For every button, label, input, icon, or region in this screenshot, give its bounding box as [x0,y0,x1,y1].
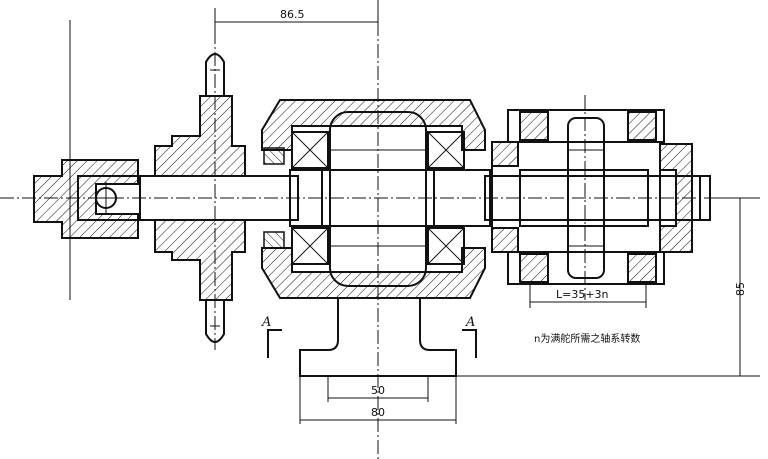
bearing-right [427,131,465,265]
shaft-revolution-note: n为满舵所需之轴系转数 [534,332,640,345]
dimension-base-outer-label: 80 [371,406,385,419]
section-mark-left-label: A [261,315,271,330]
pedestal [299,298,457,377]
dimension-base-inner-label: 50 [371,384,385,397]
right-travel-nut-assembly [491,109,711,285]
dimension-height: 85 [456,197,760,377]
section-mark-right: A [462,315,477,358]
dimension-height-label: 85 [734,282,747,296]
dimension-top-offset: 86.5 [214,8,379,30]
section-mark-right-label: A [465,315,475,330]
section-mark-left: A [261,315,282,358]
dimension-base-outer: 80 [299,376,457,424]
bearing-left [291,131,329,265]
dimension-base-inner: 50 [327,376,429,402]
sprocket [154,53,246,343]
dimension-top-offset-label: 86.5 [280,8,305,21]
bearing-housing [261,99,486,299]
dimension-length-formula: L=35+3n [529,284,647,308]
dimension-length-formula-label: L=35+3n [556,288,609,301]
left-coupling [33,20,139,300]
